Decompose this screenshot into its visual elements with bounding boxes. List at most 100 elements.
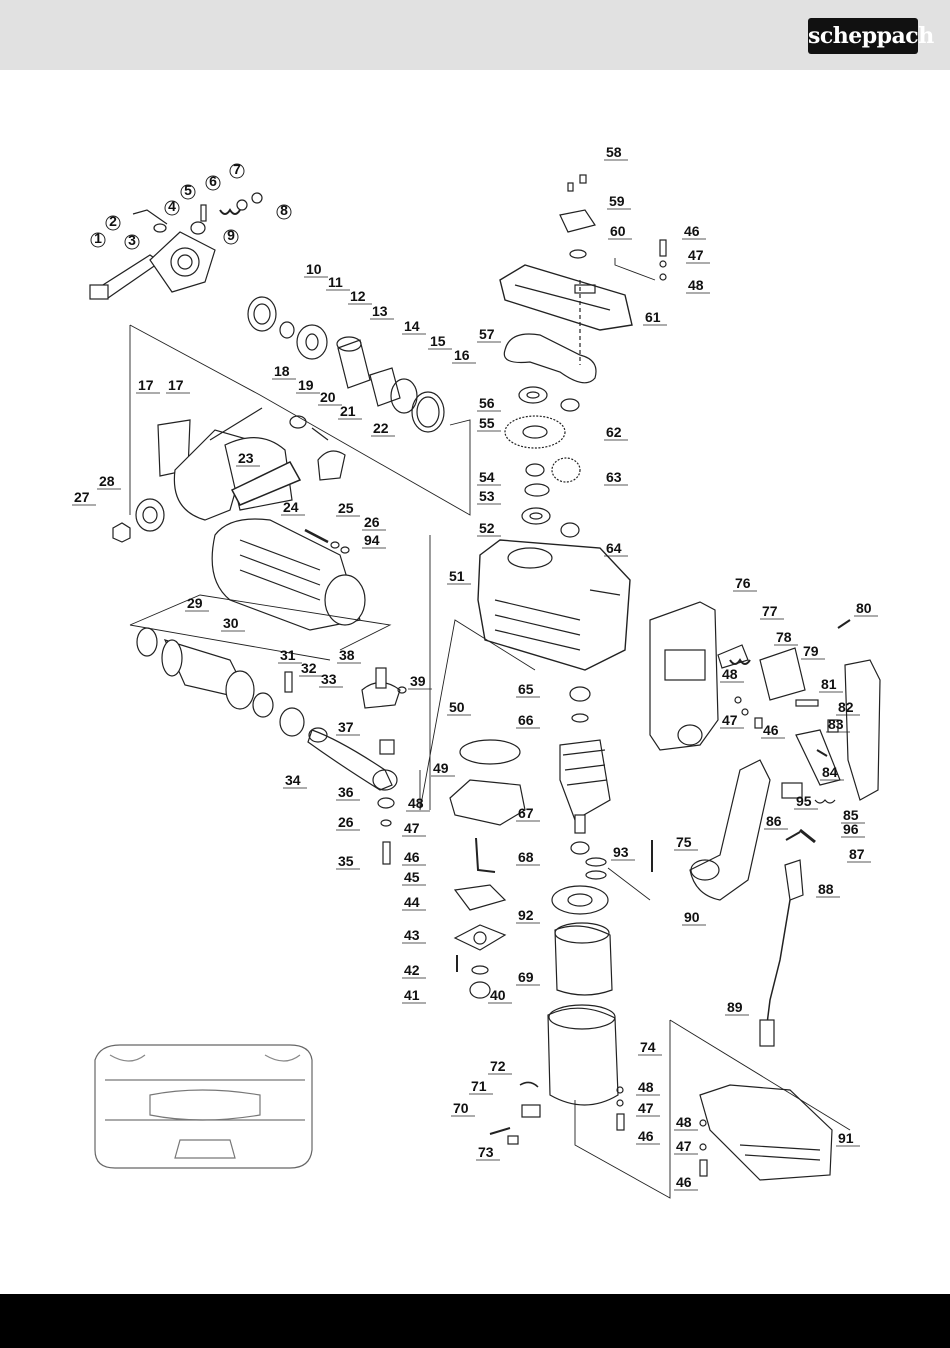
part-label-2: 2 (109, 213, 117, 229)
part-label-79: 79 (803, 643, 819, 659)
part-label-31: 31 (280, 647, 296, 663)
part-label-86: 86 (766, 813, 782, 829)
part-label-64: 64 (606, 540, 622, 556)
part-label-54: 54 (479, 469, 495, 485)
part-label-43: 43 (404, 927, 420, 943)
part-label-38: 38 (339, 647, 355, 663)
part-label-95: 95 (796, 793, 812, 809)
part-label-96: 96 (843, 821, 859, 837)
part-label-26: 26 (338, 814, 354, 830)
part-label-16: 16 (454, 347, 470, 363)
part-label-94: 94 (364, 532, 380, 548)
part-label-28: 28 (99, 473, 115, 489)
part-label-9: 9 (227, 227, 235, 243)
part-label-91: 91 (838, 1130, 854, 1146)
part-label-17: 17 (168, 377, 184, 393)
part-label-60: 60 (610, 223, 626, 239)
part-label-84: 84 (822, 764, 838, 780)
part-label-48: 48 (722, 666, 738, 682)
part-label-85: 85 (843, 807, 859, 823)
part-label-46: 46 (684, 223, 700, 239)
part-label-83: 83 (828, 716, 844, 732)
part-label-20: 20 (320, 389, 336, 405)
part-label-29: 29 (187, 595, 203, 611)
part-label-92: 92 (518, 907, 534, 923)
part-label-66: 66 (518, 712, 534, 728)
part-label-74: 74 (640, 1039, 656, 1055)
part-label-80: 80 (856, 600, 872, 616)
part-label-47: 47 (676, 1138, 692, 1154)
part-label-circle (223, 229, 239, 245)
leader-lines (129, 258, 851, 1199)
carrying-case-illustration (94, 1044, 313, 1169)
part-label-47: 47 (722, 712, 738, 728)
handle-and-cover-parts (649, 601, 881, 1181)
part-label-3: 3 (128, 232, 136, 248)
part-label-8: 8 (280, 202, 288, 218)
part-label-82: 82 (838, 699, 854, 715)
gearbox-parts (477, 174, 667, 671)
part-label-26: 26 (364, 514, 380, 530)
part-label-circle (105, 215, 121, 231)
part-label-34: 34 (285, 772, 301, 788)
part-label-7: 7 (233, 161, 241, 177)
part-label-1: 1 (94, 230, 102, 246)
part-label-24: 24 (283, 499, 299, 515)
part-label-36: 36 (338, 784, 354, 800)
part-label-47: 47 (638, 1100, 654, 1116)
part-label-78: 78 (776, 629, 792, 645)
part-label-18: 18 (274, 363, 290, 379)
part-label-circle (124, 234, 140, 250)
part-label-circle (180, 184, 196, 200)
brand-logo: scheppach (808, 18, 934, 54)
part-label-10: 10 (306, 261, 322, 277)
part-label-46: 46 (404, 849, 420, 865)
part-label-72: 72 (490, 1058, 506, 1074)
part-label-87: 87 (849, 846, 865, 862)
part-label-73: 73 (478, 1144, 494, 1160)
part-label-46: 46 (763, 722, 779, 738)
part-label-39: 39 (410, 673, 426, 689)
part-label-48: 48 (688, 277, 704, 293)
part-label-76: 76 (735, 575, 751, 591)
part-label-35: 35 (338, 853, 354, 869)
part-label-48: 48 (638, 1079, 654, 1095)
part-label-circle (229, 163, 245, 179)
part-label-57: 57 (479, 326, 495, 342)
part-label-40: 40 (490, 987, 506, 1003)
part-label-14: 14 (404, 318, 420, 334)
part-label-69: 69 (518, 969, 534, 985)
part-label-33: 33 (321, 671, 337, 687)
footer-band (0, 1294, 950, 1348)
part-label-11: 11 (328, 274, 343, 290)
part-label-13: 13 (372, 303, 388, 319)
part-label-90: 90 (684, 909, 700, 925)
part-label-62: 62 (606, 424, 622, 440)
part-label-47: 47 (404, 820, 420, 836)
part-label-67: 67 (518, 805, 534, 821)
part-label-27: 27 (74, 489, 90, 505)
part-label-58: 58 (606, 144, 622, 160)
part-label-52: 52 (479, 520, 495, 536)
part-label-12: 12 (350, 288, 366, 304)
front-assembly-parts (89, 192, 445, 543)
part-label-68: 68 (518, 849, 534, 865)
part-label-77: 77 (762, 603, 778, 619)
part-label-45: 45 (404, 869, 420, 885)
part-label-41: 41 (404, 987, 420, 1003)
part-label-51: 51 (449, 568, 465, 584)
part-label-5: 5 (184, 182, 192, 198)
part-label-88: 88 (818, 881, 834, 897)
part-label-22: 22 (373, 420, 389, 436)
part-label-47: 47 (688, 247, 704, 263)
part-label-19: 19 (298, 377, 314, 393)
part-label-65: 65 (518, 681, 534, 697)
part-label-46: 46 (676, 1174, 692, 1190)
part-label-75: 75 (676, 834, 692, 850)
motor-housing-parts (136, 518, 407, 865)
part-label-37: 37 (338, 719, 354, 735)
part-label-circle (164, 200, 180, 216)
part-label-circle (205, 175, 221, 191)
part-label-46: 46 (638, 1128, 654, 1144)
